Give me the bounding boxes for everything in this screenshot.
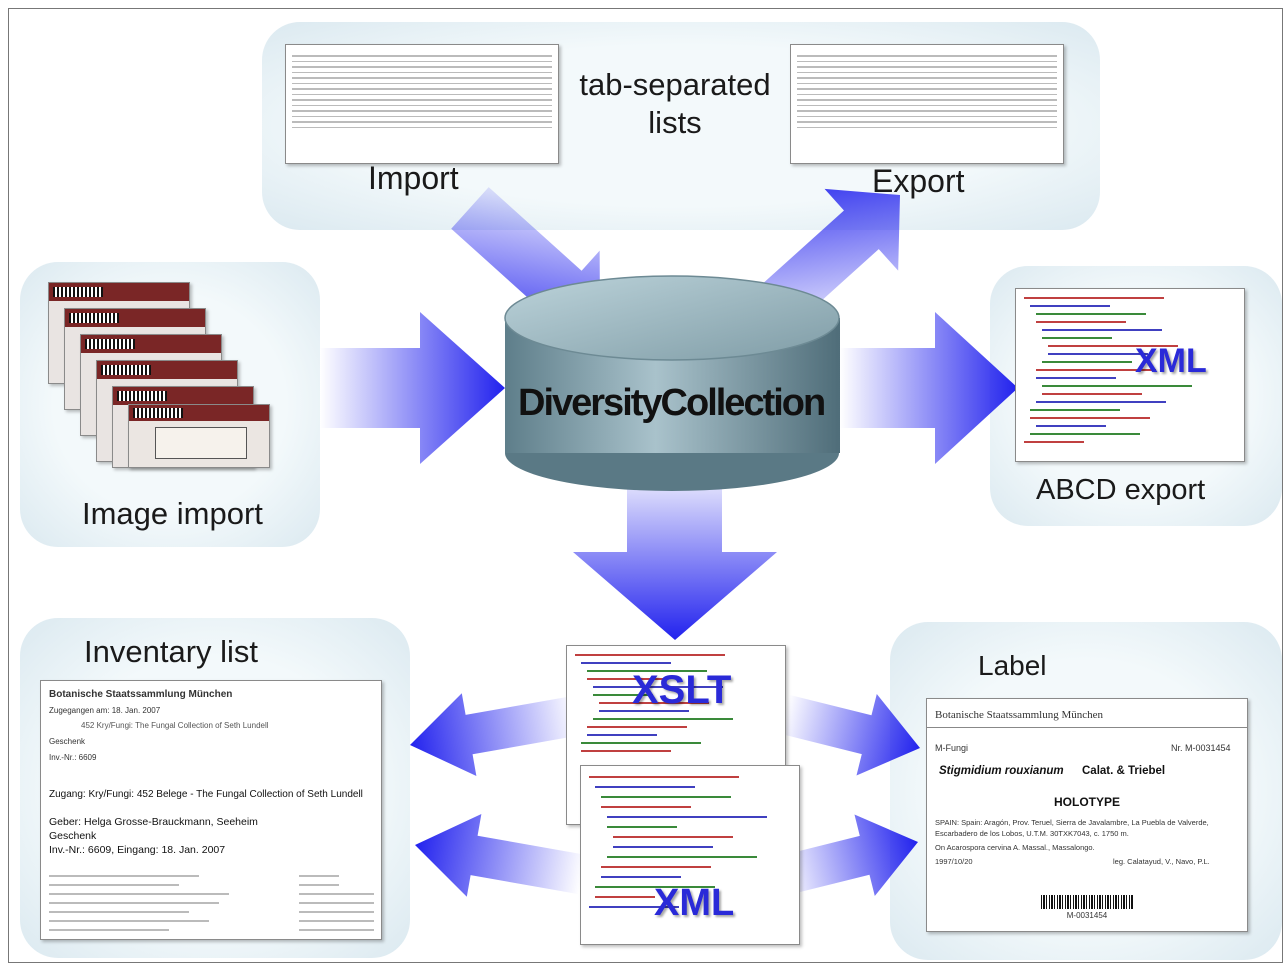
- label-host: On Acarospora cervina A. Massal., Massal…: [935, 843, 1095, 852]
- inventary-header: Botanische Staatssammlung München: [49, 689, 233, 700]
- specimen-label-document: Botanische Staatssammlung München M-Fung…: [926, 698, 1248, 932]
- inventary-line: Geschenk: [49, 737, 86, 746]
- inventary-list-title: Inventary list: [84, 634, 259, 669]
- label-locality: SPAIN: Spain: Aragón, Prov. Teruel, Sier…: [935, 818, 1209, 838]
- import-list-document: [285, 44, 559, 164]
- abcd-export-label: ABCD export: [1036, 474, 1206, 506]
- export-label: Export: [872, 163, 965, 199]
- database-label: DiversityCollection: [518, 382, 826, 424]
- xml-label: XML: [654, 882, 735, 924]
- inventary-line: Inv.-Nr.: 6609: [49, 753, 97, 762]
- barcode-text: M-0031454: [1066, 911, 1108, 920]
- xslt-label: XSLT: [632, 668, 732, 712]
- label-title: Label: [978, 650, 1047, 681]
- import-label: Import: [368, 160, 459, 196]
- inventary-arrow-upper: [410, 693, 581, 776]
- inventary-geber: Geber: Helga Grosse-Brauckmann, Seeheim: [49, 816, 258, 828]
- export-list-document: [790, 44, 1064, 164]
- inventary-zugang: Zugang: Kry/Fungi: 452 Belege - The Fung…: [49, 789, 363, 800]
- label-arrow-lower: [777, 814, 918, 897]
- inventary-arrow-lower: [415, 814, 586, 897]
- inventary-line: 452 Kry/Fungi: The Fungal Collection of …: [81, 721, 269, 730]
- label-herbarium: M-Fungi: [935, 743, 969, 753]
- abcd-xml-label: XML: [1135, 342, 1207, 380]
- tab-separated-label: tab-separated lists: [579, 67, 771, 140]
- label-species: Stigmidium rouxianum: [939, 765, 1064, 777]
- herbarium-image: [128, 404, 270, 468]
- image-import-label: Image import: [82, 496, 263, 531]
- inventary-inv: Inv.-Nr.: 6609, Eingang: 18. Jan. 2007: [49, 844, 226, 856]
- label-type: HOLOTYPE: [1053, 795, 1120, 809]
- inventary-line: Zugegangen am: 18. Jan. 2007: [49, 706, 161, 715]
- xslt-down-arrow: [573, 460, 777, 640]
- image-import-arrow: [320, 312, 505, 464]
- label-collector: leg. Calatayud, V., Navo, P.L.: [1113, 857, 1210, 866]
- barcode: [1041, 895, 1133, 909]
- abcd-xml-document: [1015, 288, 1245, 462]
- inventary-geschenk: Geschenk: [49, 830, 97, 842]
- inventary-list-document: Botanische Staatssammlung München Zugega…: [40, 680, 382, 940]
- xml-document: [580, 765, 800, 945]
- label-author: Calat. & Triebel: [1082, 765, 1166, 777]
- database-cylinder: [504, 275, 840, 491]
- label-number: Nr. M-0031454: [1171, 743, 1231, 753]
- abcd-export-arrow: [840, 312, 1018, 464]
- figure-frame: [8, 8, 1283, 963]
- label-arrow-upper: [779, 693, 920, 776]
- label-date: 1997/10/20: [935, 857, 973, 866]
- label-institution: Botanische Staatssammlung München: [935, 709, 1104, 721]
